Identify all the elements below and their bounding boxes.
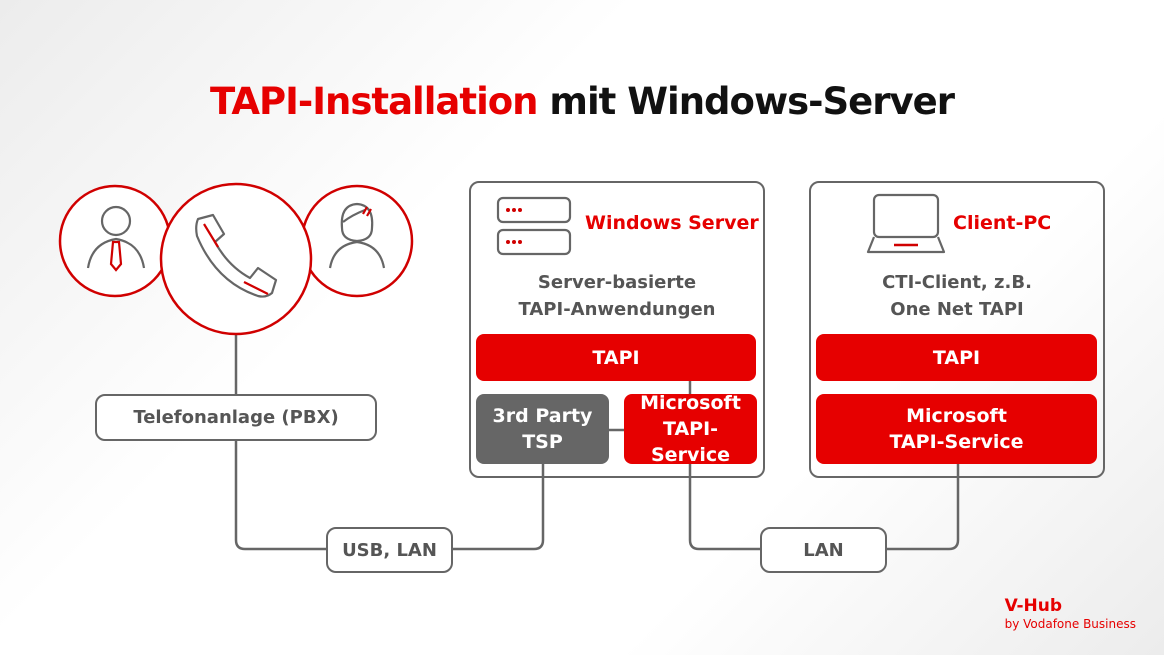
line-lan-to-ms-client bbox=[886, 463, 960, 551]
client-desc-line1: CTI-Client, z.B. bbox=[882, 272, 1032, 293]
client-pc-panel bbox=[809, 181, 1105, 478]
server-ms-line1: Microsoft bbox=[640, 392, 741, 414]
brand-sub: by Vodafone Business bbox=[1004, 617, 1136, 631]
windows-server-panel bbox=[469, 181, 765, 478]
tsp-line2: TSP bbox=[522, 431, 563, 453]
brand-logo: V-Hub by Vodafone Business bbox=[1005, 596, 1136, 632]
usb-lan-label: USB, LAN bbox=[342, 539, 437, 561]
lan-label: LAN bbox=[803, 539, 844, 561]
server-tapi-label: TAPI bbox=[592, 346, 640, 369]
lan-label-box: LAN bbox=[760, 527, 887, 573]
client-tapi-label: TAPI bbox=[932, 346, 981, 369]
phone-circle bbox=[159, 182, 313, 336]
line-pbx-to-usblan bbox=[234, 441, 326, 551]
woman-icon bbox=[328, 202, 386, 269]
server-tapi-block: TAPI bbox=[476, 334, 756, 381]
title-highlight: TAPI-Installation bbox=[210, 80, 538, 123]
client-tapi-block: TAPI bbox=[816, 334, 1097, 381]
usb-lan-label-box: USB, LAN bbox=[326, 527, 453, 573]
brand-name: V-Hub bbox=[1004, 596, 1063, 616]
pbx-label: Telefonanlage (PBX) bbox=[133, 407, 339, 428]
server-title: Windows Server bbox=[585, 212, 759, 234]
server-rack-icon bbox=[496, 196, 572, 256]
client-ms-line2: TAPI-Service bbox=[889, 431, 1024, 453]
businessman-icon bbox=[86, 205, 146, 272]
server-ms-line2: TAPI-Service bbox=[651, 418, 730, 466]
page-title: TAPI-Installation mit Windows-Server bbox=[0, 80, 1164, 123]
server-description: Server-basierte TAPI-Anwendungen bbox=[469, 269, 765, 323]
client-title: Client-PC bbox=[953, 212, 1052, 234]
line-ms-server-to-lan bbox=[688, 463, 760, 551]
server-desc-line1: Server-basierte bbox=[537, 272, 697, 293]
tsp-line1: 3rd Party bbox=[492, 405, 593, 427]
phone-handset-icon bbox=[195, 213, 278, 298]
client-desc-line2: One Net TAPI bbox=[890, 299, 1024, 320]
client-ms-line1: Microsoft bbox=[906, 405, 1007, 427]
line-usblan-to-tsp bbox=[452, 463, 545, 551]
client-description: CTI-Client, z.B. One Net TAPI bbox=[809, 269, 1105, 323]
pbx-box: Telefonanlage (PBX) bbox=[95, 394, 377, 441]
title-rest: mit Windows-Server bbox=[537, 80, 955, 123]
laptop-icon bbox=[866, 193, 946, 254]
server-desc-line2: TAPI-Anwendungen bbox=[518, 299, 716, 320]
